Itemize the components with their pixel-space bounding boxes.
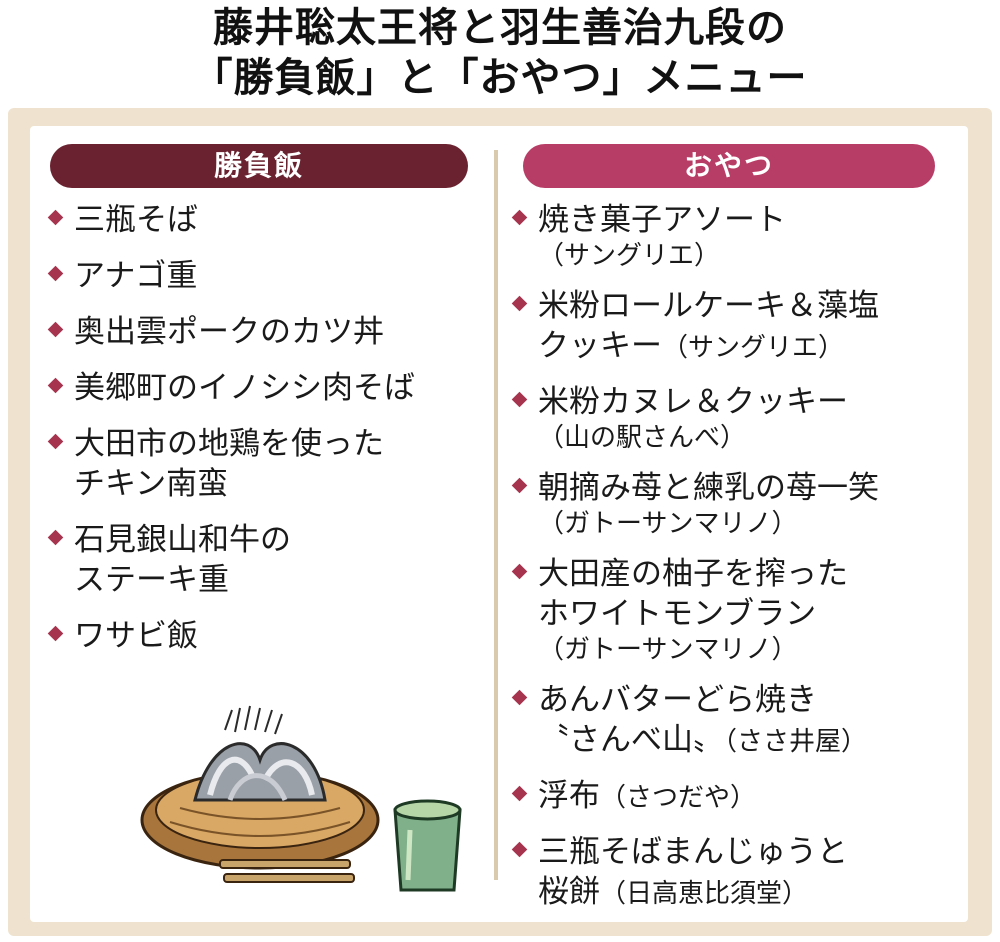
meals-header: 勝負飯 — [50, 144, 468, 188]
snack-shop: （ささ井屋） — [724, 727, 868, 757]
snack-name-cont-text: 桜餅 — [538, 874, 600, 910]
snack-item: 焼き菓子アソート （サングリエ） — [510, 200, 950, 272]
snack-shop: （山の駅さんべ） — [538, 423, 747, 453]
snack-name-cont: 〝さんべ山〟（ささ井屋） — [538, 720, 950, 762]
diamond-bullet-icon — [511, 477, 528, 494]
snacks-list: 焼き菓子アソート （サングリエ） 米粉ロールケーキ＆藻塩 クッキー（サングリエ）… — [510, 200, 950, 928]
meal-name: アナゴ重 — [74, 258, 198, 294]
meal-item: 奥出雲ポークのカツ丼 — [46, 312, 486, 352]
snack-name-cont: ホワイトモンブラン — [538, 596, 817, 632]
snack-name: 浮布 — [538, 778, 600, 814]
snack-name-cont: 桜餅（日高恵比須堂） — [538, 872, 950, 914]
snack-name: 三瓶そばまんじゅうと — [538, 834, 848, 870]
snack-item: 大田産の柚子を搾った ホワイトモンブラン （ガトーサンマリノ） — [510, 554, 950, 666]
snack-shop: （ガトーサンマリノ） — [538, 635, 798, 665]
meal-item: 石見銀山和牛の ステーキ重 — [46, 520, 486, 600]
snack-name: 米粉カヌレ＆クッキー — [538, 384, 848, 420]
snack-name: 焼き菓子アソート — [538, 202, 786, 238]
meal-item: アナゴ重 — [46, 256, 486, 296]
snack-name: 朝摘み苺と練乳の苺一笑 — [538, 470, 879, 506]
snack-item: 米粉カヌレ＆クッキー （山の駅さんべ） — [510, 382, 950, 454]
snack-shop: （日高恵比須堂） — [600, 879, 809, 909]
snack-name: 大田産の柚子を搾った — [538, 556, 848, 592]
diamond-bullet-icon — [47, 529, 64, 546]
diamond-bullet-icon — [511, 295, 528, 312]
meal-name: 石見銀山和牛の — [74, 522, 291, 558]
diamond-bullet-icon — [511, 209, 528, 226]
meal-item: 大田市の地鶏を使った チキン南蛮 — [46, 424, 486, 504]
diamond-bullet-icon — [511, 785, 528, 802]
tea-cup-icon — [393, 799, 462, 892]
snack-shop: （サングリエ） — [538, 241, 721, 271]
meals-list: 三瓶そば アナゴ重 奥出雲ポークのカツ丼 美郷町のイノシシ肉そば 大田市の地鶏を… — [46, 200, 486, 672]
snack-name: あんバターどら焼き — [538, 682, 817, 718]
diamond-bullet-icon — [47, 433, 64, 450]
meal-name: 大田市の地鶏を使った — [74, 426, 384, 462]
meal-name: 奥出雲ポークのカツ丼 — [74, 314, 384, 350]
snack-item: あんバターどら焼き 〝さんべ山〟（ささ井屋） — [510, 680, 950, 762]
snack-shop: （サングリエ） — [662, 333, 845, 363]
snack-name: 米粉ロールケーキ＆藻塩 — [538, 288, 879, 324]
soba-illustration — [140, 705, 462, 892]
title-line-2: 「勝負飯」と「おやつ」メニュー — [192, 55, 808, 101]
diamond-bullet-icon — [47, 209, 64, 226]
diamond-bullet-icon — [47, 625, 64, 642]
meal-name: 美郷町のイノシシ肉そば — [74, 370, 415, 406]
meal-name-cont: チキン南蛮 — [74, 466, 229, 502]
meal-item: ワサビ飯 — [46, 616, 486, 656]
diamond-bullet-icon — [511, 689, 528, 706]
meal-name: 三瓶そば — [74, 202, 198, 238]
snack-item: 浮布（さつだや） — [510, 776, 950, 818]
meal-name-cont: ステーキ重 — [74, 562, 229, 598]
snack-name-with-shop: 浮布（さつだや） — [538, 776, 950, 818]
diamond-bullet-icon — [47, 377, 64, 394]
meal-name: ワサビ飯 — [74, 618, 198, 654]
soba-zaru-icon — [140, 705, 380, 870]
snack-name-cont-text: クッキー — [538, 328, 662, 364]
diamond-bullet-icon — [511, 391, 528, 408]
diamond-bullet-icon — [47, 265, 64, 282]
diamond-bullet-icon — [511, 841, 528, 858]
snack-shop: （ガトーサンマリノ） — [538, 509, 798, 539]
snacks-header: おやつ — [523, 144, 935, 188]
snack-shop: （さつだや） — [600, 783, 757, 813]
diamond-bullet-icon — [47, 321, 64, 338]
title-line-1: 藤井聡太王将と羽生善治九段の — [213, 5, 787, 51]
column-divider — [494, 150, 498, 880]
snack-item: 三瓶そばまんじゅうと 桜餅（日高恵比須堂） — [510, 832, 950, 914]
meal-item: 美郷町のイノシシ肉そば — [46, 368, 486, 408]
snack-item: 米粉ロールケーキ＆藻塩 クッキー（サングリエ） — [510, 286, 950, 368]
diamond-bullet-icon — [511, 563, 528, 580]
snack-name-cont-text: 〝さんべ山〟 — [538, 722, 724, 758]
meal-item: 三瓶そば — [46, 200, 486, 240]
snack-item: 朝摘み苺と練乳の苺一笑 （ガトーサンマリノ） — [510, 468, 950, 540]
snack-name-cont: クッキー（サングリエ） — [538, 326, 950, 368]
chopsticks-icon — [219, 859, 355, 883]
